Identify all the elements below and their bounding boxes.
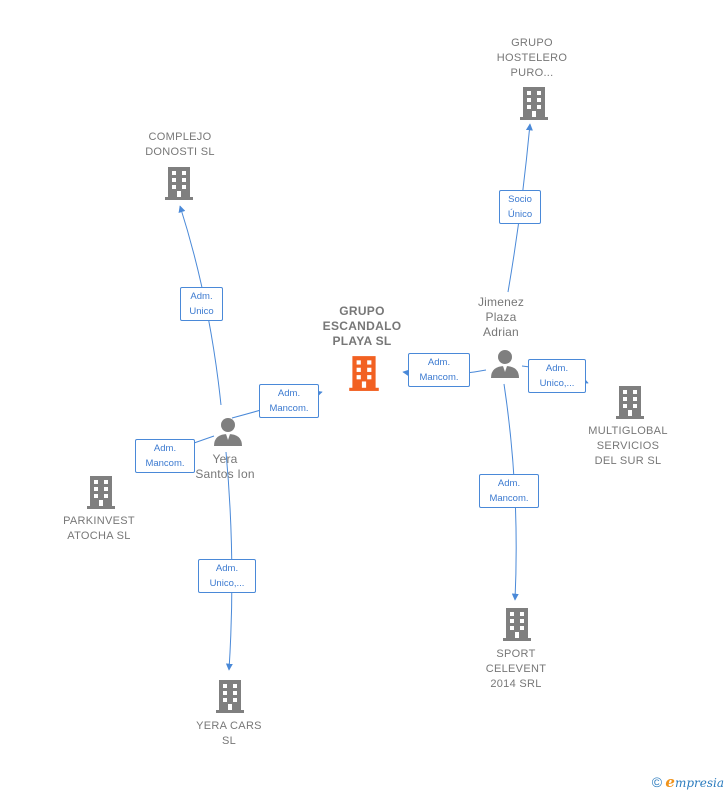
- edge-label-jimenez-multiglobal[interactable]: Adm. Unico,...: [528, 359, 586, 393]
- person-icon[interactable]: [489, 347, 521, 379]
- building-icon[interactable]: [163, 165, 195, 201]
- building-icon[interactable]: [518, 85, 550, 121]
- edge-label-socio-unico[interactable]: Socio Único: [499, 190, 541, 224]
- node-label-parkinvest: PARKINVEST ATOCHA SL: [63, 515, 135, 542]
- node-label-yera-cars: YERA CARS SL: [196, 720, 262, 747]
- edge-label-yera-cars[interactable]: Adm. Unico,...: [198, 559, 256, 593]
- building-icon[interactable]: [501, 606, 533, 642]
- edge-label-yera-parkinvest[interactable]: Adm. Mancom.: [135, 439, 195, 473]
- node-label-jimenez: Jimenez Plaza Adrian: [477, 295, 525, 339]
- building-icon-focus[interactable]: [347, 354, 381, 392]
- edge-label-jimenez-sport[interactable]: Adm. Mancom.: [479, 474, 539, 508]
- edge-label-yera-escandalo[interactable]: Adm. Mancom.: [259, 384, 319, 418]
- building-icon[interactable]: [85, 474, 117, 510]
- node-label-grupo-escandalo: GRUPO ESCANDALO PLAYA SL: [322, 304, 402, 348]
- edge-label-jimenez-escandalo[interactable]: Adm. Mancom.: [408, 353, 470, 387]
- node-label-multiglobal: MULTIGLOBAL SERVICIOS DEL SUR SL: [588, 425, 668, 467]
- copyright-icon: ©: [651, 774, 663, 790]
- building-icon[interactable]: [214, 678, 246, 714]
- node-label-complejo-donosti: COMPLEJO DONOSTI SL: [145, 131, 215, 158]
- empresia-logo[interactable]: © empresia: [651, 773, 724, 791]
- node-label-yera-santos: Yera Santos Ion: [195, 452, 255, 481]
- person-icon[interactable]: [212, 415, 244, 447]
- edge-label-yera-complejo[interactable]: Adm. Unico: [180, 287, 223, 321]
- building-icon[interactable]: [614, 384, 646, 420]
- node-label-sport-celevent: SPORT CELEVENT 2014 SRL: [485, 648, 547, 690]
- node-label-grupo-hostelero: GRUPO HOSTELERO PURO...: [496, 37, 568, 79]
